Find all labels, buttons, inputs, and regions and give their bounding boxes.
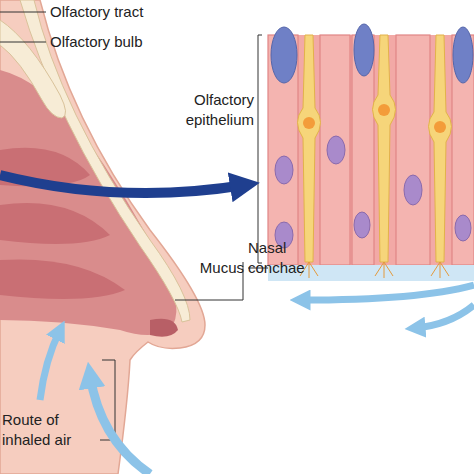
bracket — [258, 35, 262, 263]
nose-skin — [0, 0, 205, 474]
supporting-cells — [271, 24, 473, 83]
air-arrow — [415, 305, 474, 328]
nasal-concha — [0, 259, 125, 299]
nasal-concha — [0, 203, 110, 244]
nasal-cavity — [0, 70, 176, 335]
part-label: Olfactory bulb — [50, 32, 210, 52]
cilia — [300, 262, 449, 278]
air-arrow — [300, 285, 474, 300]
leader-line — [175, 300, 243, 301]
part-label: Olfactory epithelium — [170, 90, 254, 130]
leader-line — [0, 42, 46, 43]
leader-line — [0, 12, 46, 13]
air-arrow — [90, 375, 150, 474]
olfactory-neurons — [298, 35, 452, 262]
flow-arrow — [0, 175, 245, 193]
part-label: Nasal conchae — [248, 238, 328, 278]
part-label: Mucus — [150, 258, 244, 278]
cell-nuclei — [275, 136, 471, 248]
neuron-nuclei — [303, 104, 446, 133]
part-label: Olfactory tract — [50, 2, 210, 22]
part-label: Route of inhaled air — [2, 410, 98, 450]
air-arrow — [40, 330, 60, 400]
nostril — [150, 319, 178, 337]
